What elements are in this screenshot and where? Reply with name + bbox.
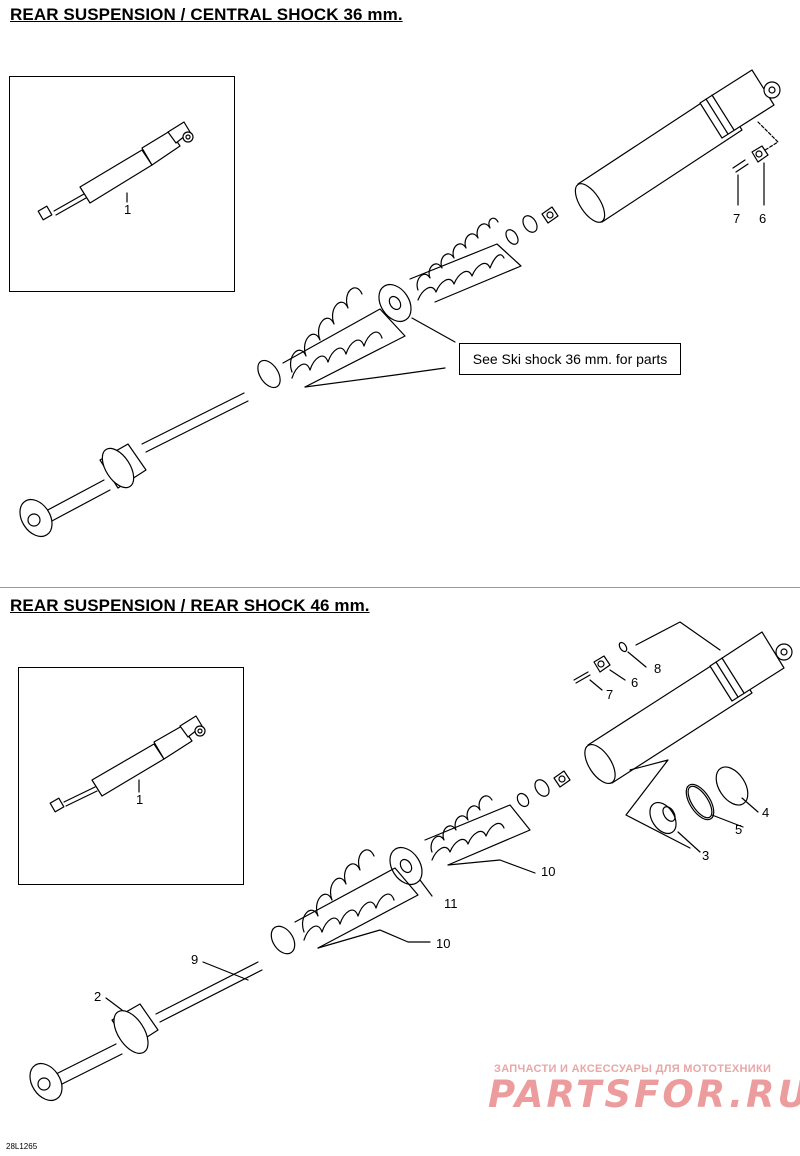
section1-nut-and-pin	[732, 145, 769, 206]
section2-small-parts	[573, 641, 647, 691]
watermark-tagline: ЗАПЧАСТИ И АКСЕССУАРЫ ДЛЯ МОТОТЕХНИКИ	[494, 1063, 772, 1075]
section2-inset-shock-assembly	[49, 715, 206, 813]
section1-washer	[257, 359, 281, 389]
callout-7: 7	[733, 211, 741, 226]
section2-washers	[516, 770, 571, 808]
section2-cap-and-orings	[625, 759, 759, 853]
callout-8: 8	[654, 661, 662, 676]
section1-shock-body	[574, 69, 781, 223]
section1-shaft-assembly	[19, 392, 249, 538]
callout-9: 9	[191, 952, 199, 967]
section2-shock-body	[584, 621, 793, 784]
section1-title: REAR SUSPENSION / CENTRAL SHOCK 36 mm.	[10, 5, 403, 24]
callout-3: 3	[702, 848, 710, 863]
callout-6-rear: 6	[631, 675, 639, 690]
section2-inset-callout: 1	[136, 792, 144, 807]
callout-10-lower: 10	[436, 936, 451, 951]
watermark-logo: PARTSFOR.RU	[488, 1073, 800, 1116]
section2-lower-spring	[294, 849, 431, 949]
callout-2: 2	[94, 989, 102, 1004]
section-divider	[0, 587, 800, 588]
section1-inset-callout: 1	[124, 202, 132, 217]
callout-5: 5	[735, 822, 743, 837]
section2-washer	[270, 925, 296, 955]
callout-4: 4	[762, 805, 770, 820]
section2-title: REAR SUSPENSION / REAR SHOCK 46 mm.	[10, 596, 370, 615]
drawing-code: 28L1265	[6, 1142, 38, 1151]
callout-11: 11	[444, 896, 458, 911]
section1-washers	[505, 206, 559, 245]
see-ski-shock-note: See Ski shock 36 mm. for parts	[459, 343, 681, 375]
section1-inset-shock-assembly	[37, 121, 194, 221]
section1-upper-spring	[409, 217, 522, 303]
callout-6: 6	[759, 211, 767, 226]
section2-upper-spring	[424, 795, 536, 874]
section1-piston	[378, 283, 456, 343]
section2-shaft-assembly	[29, 961, 263, 1102]
callout-10-upper: 10	[541, 864, 556, 879]
section2-piston	[389, 846, 433, 897]
callout-7-rear: 7	[606, 687, 614, 702]
section1-lower-spring	[282, 287, 446, 388]
